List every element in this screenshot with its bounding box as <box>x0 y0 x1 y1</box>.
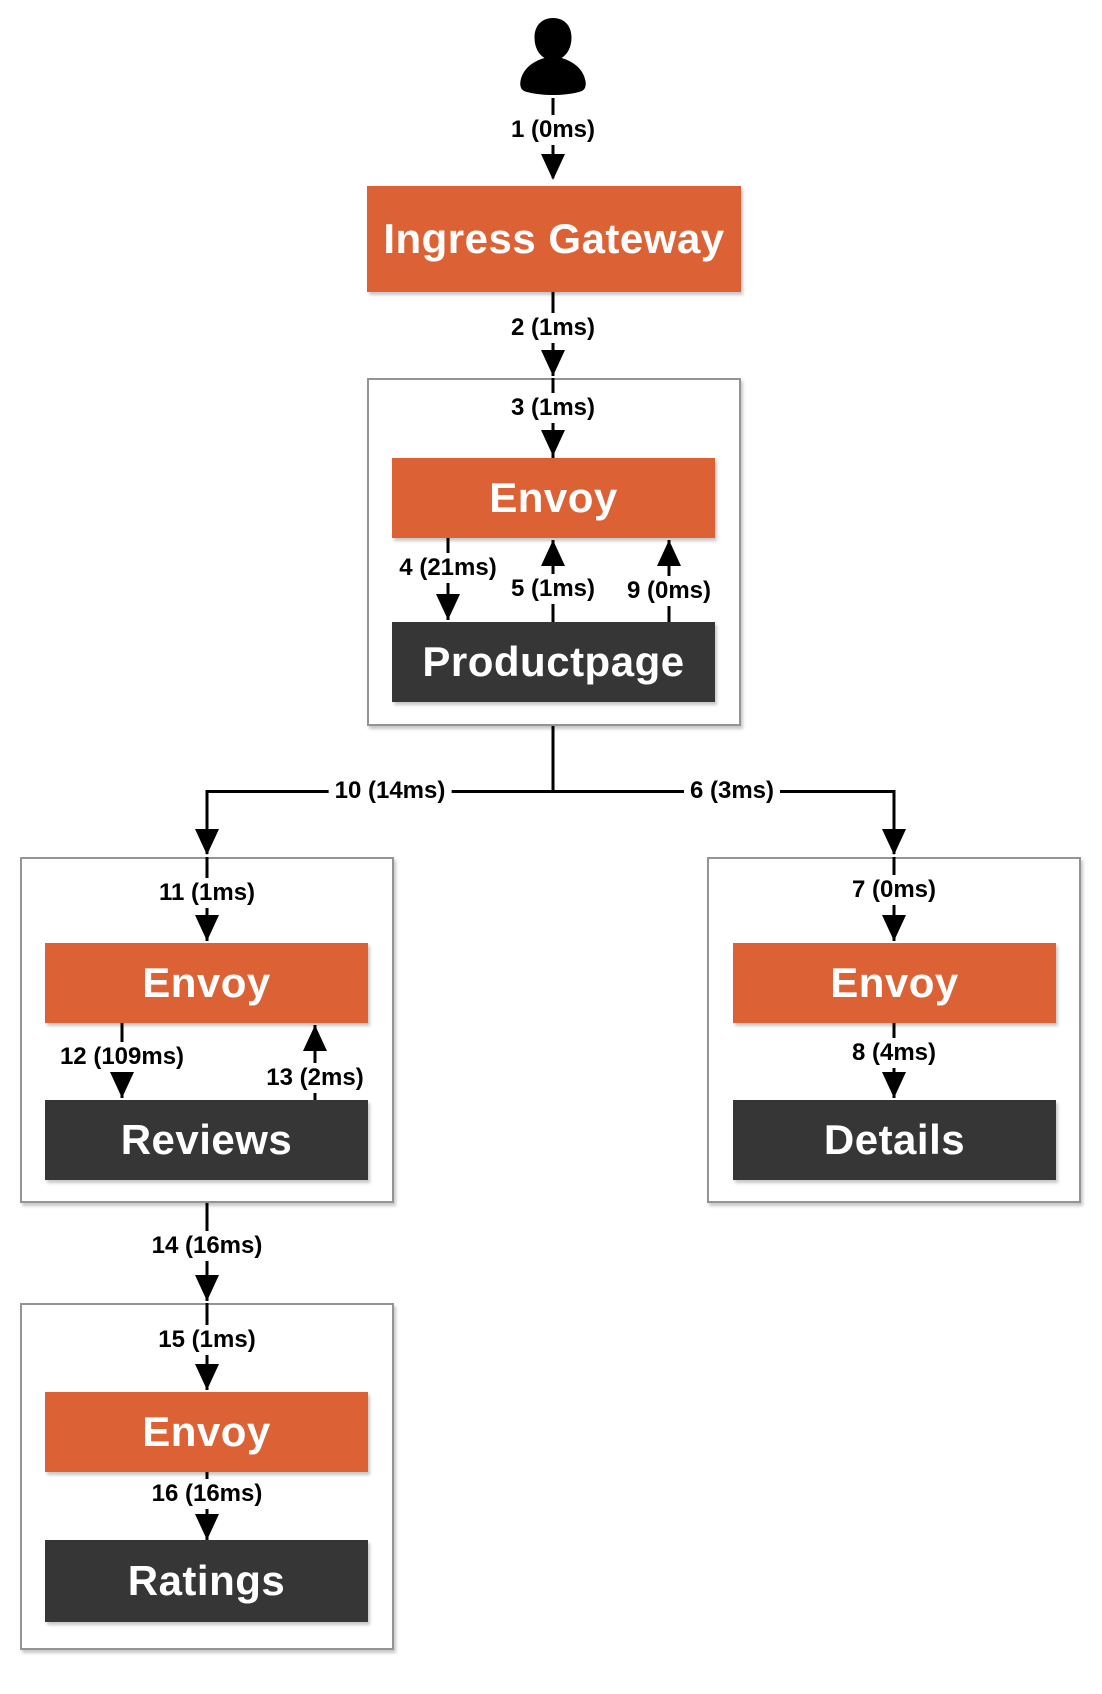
details-service-node: Details <box>733 1100 1056 1180</box>
edge-11-arrowhead <box>195 915 219 941</box>
edge-1-label: 1 (0ms) <box>504 115 602 145</box>
productpage-service-node: Productpage <box>392 622 715 702</box>
edge-14-label: 14 (16ms) <box>145 1231 269 1261</box>
edge-15-label: 15 (1ms) <box>152 1325 262 1355</box>
edge-7-arrowhead <box>882 915 906 941</box>
edge-13-line <box>313 1025 317 1100</box>
edge-3-arrowhead <box>541 430 565 456</box>
edge-9-label: 9 (0ms) <box>620 576 718 606</box>
edge-2-label: 2 (1ms) <box>504 313 602 343</box>
user-icon <box>520 18 586 95</box>
edge-14-arrowhead <box>195 1275 219 1301</box>
branch-stem-line <box>551 726 555 792</box>
edge-6-arrowhead <box>882 829 906 855</box>
edge-6-label: 6 (3ms) <box>683 776 781 806</box>
edge-16-arrowhead <box>195 1514 219 1540</box>
branch-horizontal-line <box>207 790 895 793</box>
edge-13-arrowhead <box>303 1025 327 1051</box>
edge-4-label: 4 (21ms) <box>393 553 503 583</box>
edge-3-label: 3 (1ms) <box>504 393 602 423</box>
ingress-gateway-node: Ingress Gateway <box>367 186 741 292</box>
ratings-envoy-node: Envoy <box>45 1392 368 1472</box>
edge-4-arrowhead <box>436 594 460 620</box>
edge-8-arrowhead <box>882 1072 906 1098</box>
edge-10-line <box>205 790 209 854</box>
edge-9-arrowhead <box>657 540 681 566</box>
edge-12-arrowhead <box>110 1072 134 1098</box>
edge-16-label: 16 (16ms) <box>145 1479 269 1509</box>
edge-10-arrowhead <box>195 829 219 855</box>
edge-13-label: 13 (2ms) <box>260 1063 370 1093</box>
edge-15-arrowhead <box>195 1364 219 1390</box>
edge-7-label: 7 (0ms) <box>845 875 943 905</box>
edge-6-line <box>892 790 896 854</box>
edge-10-label: 10 (14ms) <box>328 776 452 806</box>
edge-12-label: 12 (109ms) <box>53 1042 191 1072</box>
edge-5-arrowhead <box>541 540 565 566</box>
ratings-service-node: Ratings <box>45 1540 368 1622</box>
reviews-service-node: Reviews <box>45 1100 368 1180</box>
details-envoy-node: Envoy <box>733 943 1056 1023</box>
productpage-envoy-node: Envoy <box>392 458 715 538</box>
edge-8-label: 8 (4ms) <box>845 1038 943 1068</box>
edge-1-arrowhead <box>541 154 565 180</box>
edge-11-label: 11 (1ms) <box>152 878 262 908</box>
edge-2-arrowhead <box>541 350 565 376</box>
reviews-envoy-node: Envoy <box>45 943 368 1023</box>
edge-5-label: 5 (1ms) <box>504 574 602 604</box>
